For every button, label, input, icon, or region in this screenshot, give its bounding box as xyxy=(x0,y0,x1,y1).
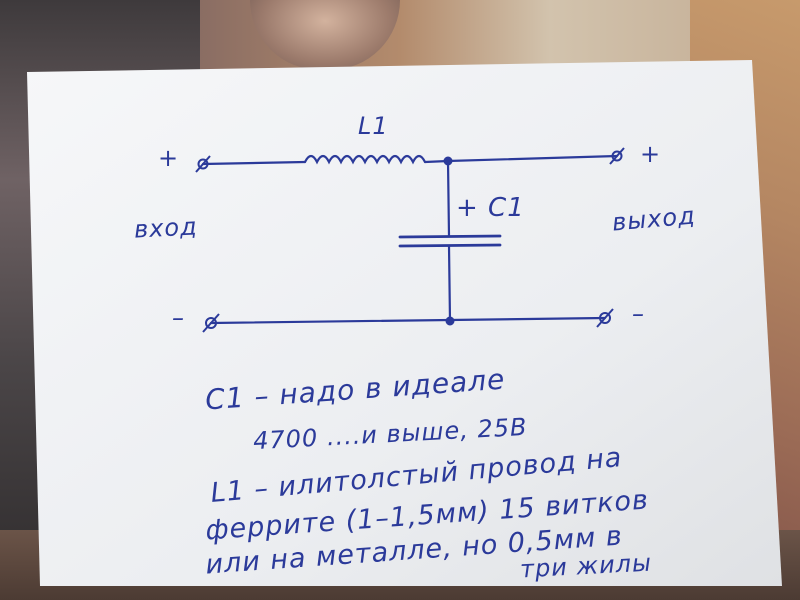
junction-top xyxy=(443,156,453,166)
wire-top-left xyxy=(201,160,307,166)
terminal-output-minus xyxy=(599,312,611,324)
capacitor-label: + C1 xyxy=(456,193,525,223)
output-plus-label: + xyxy=(640,140,662,168)
wire-top-right xyxy=(446,154,619,163)
inductor-label: L1 xyxy=(358,112,389,140)
input-plus-label: + xyxy=(158,144,180,172)
capacitor-plate-bottom xyxy=(398,243,502,248)
input-label: вход xyxy=(133,212,199,244)
output-minus-label: – xyxy=(632,300,645,328)
wire-bottom xyxy=(209,316,607,325)
junction-bottom xyxy=(445,316,455,326)
capacitor-plate-top xyxy=(398,234,502,239)
capacitor-lead-bottom xyxy=(447,244,452,323)
input-minus-label: – xyxy=(172,304,185,332)
capacitor-lead-top xyxy=(446,159,451,238)
paper-shape xyxy=(27,60,782,586)
terminal-input-minus xyxy=(205,317,217,329)
terminal-output-plus xyxy=(611,150,623,162)
inductor-coil xyxy=(303,154,427,165)
terminal-input-plus xyxy=(197,158,209,170)
